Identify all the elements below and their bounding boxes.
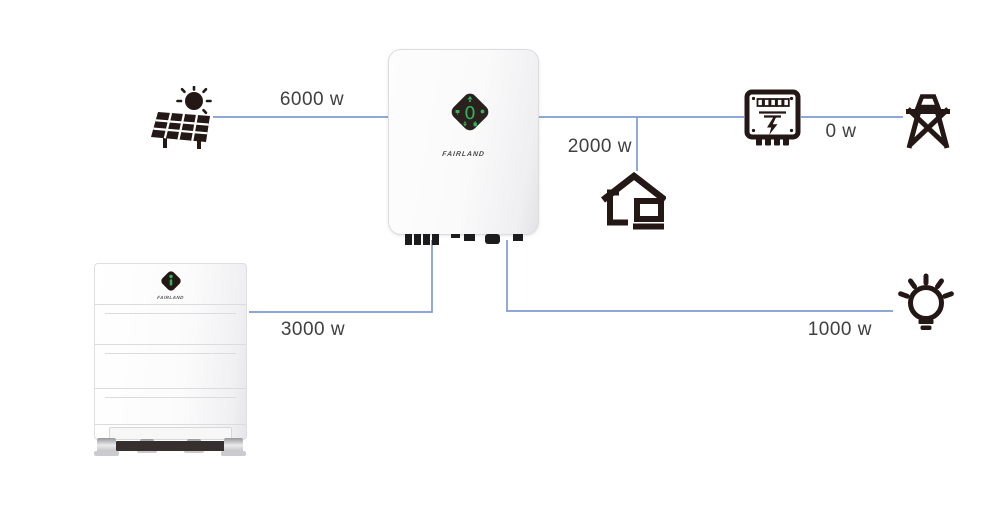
inverter-brand: FAIRLAND — [441, 151, 486, 158]
inverter-port — [513, 234, 523, 241]
battery-power-label: 3000 w — [280, 319, 346, 340]
inverter-port — [414, 234, 421, 245]
battery-module — [95, 304, 246, 345]
pv-power-label: 6000 w — [279, 89, 345, 110]
grid-power-label: 0 w — [825, 121, 857, 142]
inverter: 0 FAIRLAND — [388, 49, 539, 245]
battery-base — [95, 424, 246, 440]
solar-panel-icon — [150, 86, 216, 150]
line-inverter-to-backup-load — [506, 240, 893, 312]
display-up-arrow-icon — [467, 96, 473, 100]
battery-foot — [94, 438, 119, 456]
battery-module — [95, 388, 246, 425]
display-battery-icon — [473, 122, 477, 127]
battery-logo — [159, 269, 183, 293]
inverter-display-value: 0 — [464, 103, 475, 124]
inverter-port — [451, 234, 460, 238]
inverter-display: 0 — [448, 90, 492, 134]
grid-tower-icon — [903, 92, 953, 150]
inverter-port — [432, 234, 439, 245]
inverter-port — [423, 234, 430, 245]
meter-icon — [744, 89, 801, 150]
line-inverter-to-battery — [249, 240, 433, 313]
inverter-display-glyphs: 0 — [455, 96, 485, 127]
display-sun-icon — [480, 109, 485, 114]
battery-foot — [221, 438, 246, 456]
battery-base-bar — [116, 441, 228, 451]
inverter-port — [485, 234, 500, 244]
inverter-port — [405, 234, 412, 245]
backup-load-power-label: 1000 w — [807, 319, 872, 340]
load-power-label: 2000 w — [567, 136, 632, 157]
battery-module — [95, 344, 246, 389]
inverter-port — [464, 234, 475, 241]
battery-logo-i-icon — [169, 274, 173, 286]
battery-body: FAIRLAND — [94, 263, 247, 440]
battery-brand: FAIRLAND — [156, 295, 185, 300]
house-icon — [600, 172, 666, 230]
light-bulb-icon — [898, 263, 954, 333]
display-pv-icon — [455, 110, 460, 113]
display-down-arrow-icon — [463, 123, 467, 127]
battery-unit: FAIRLAND — [94, 263, 247, 456]
